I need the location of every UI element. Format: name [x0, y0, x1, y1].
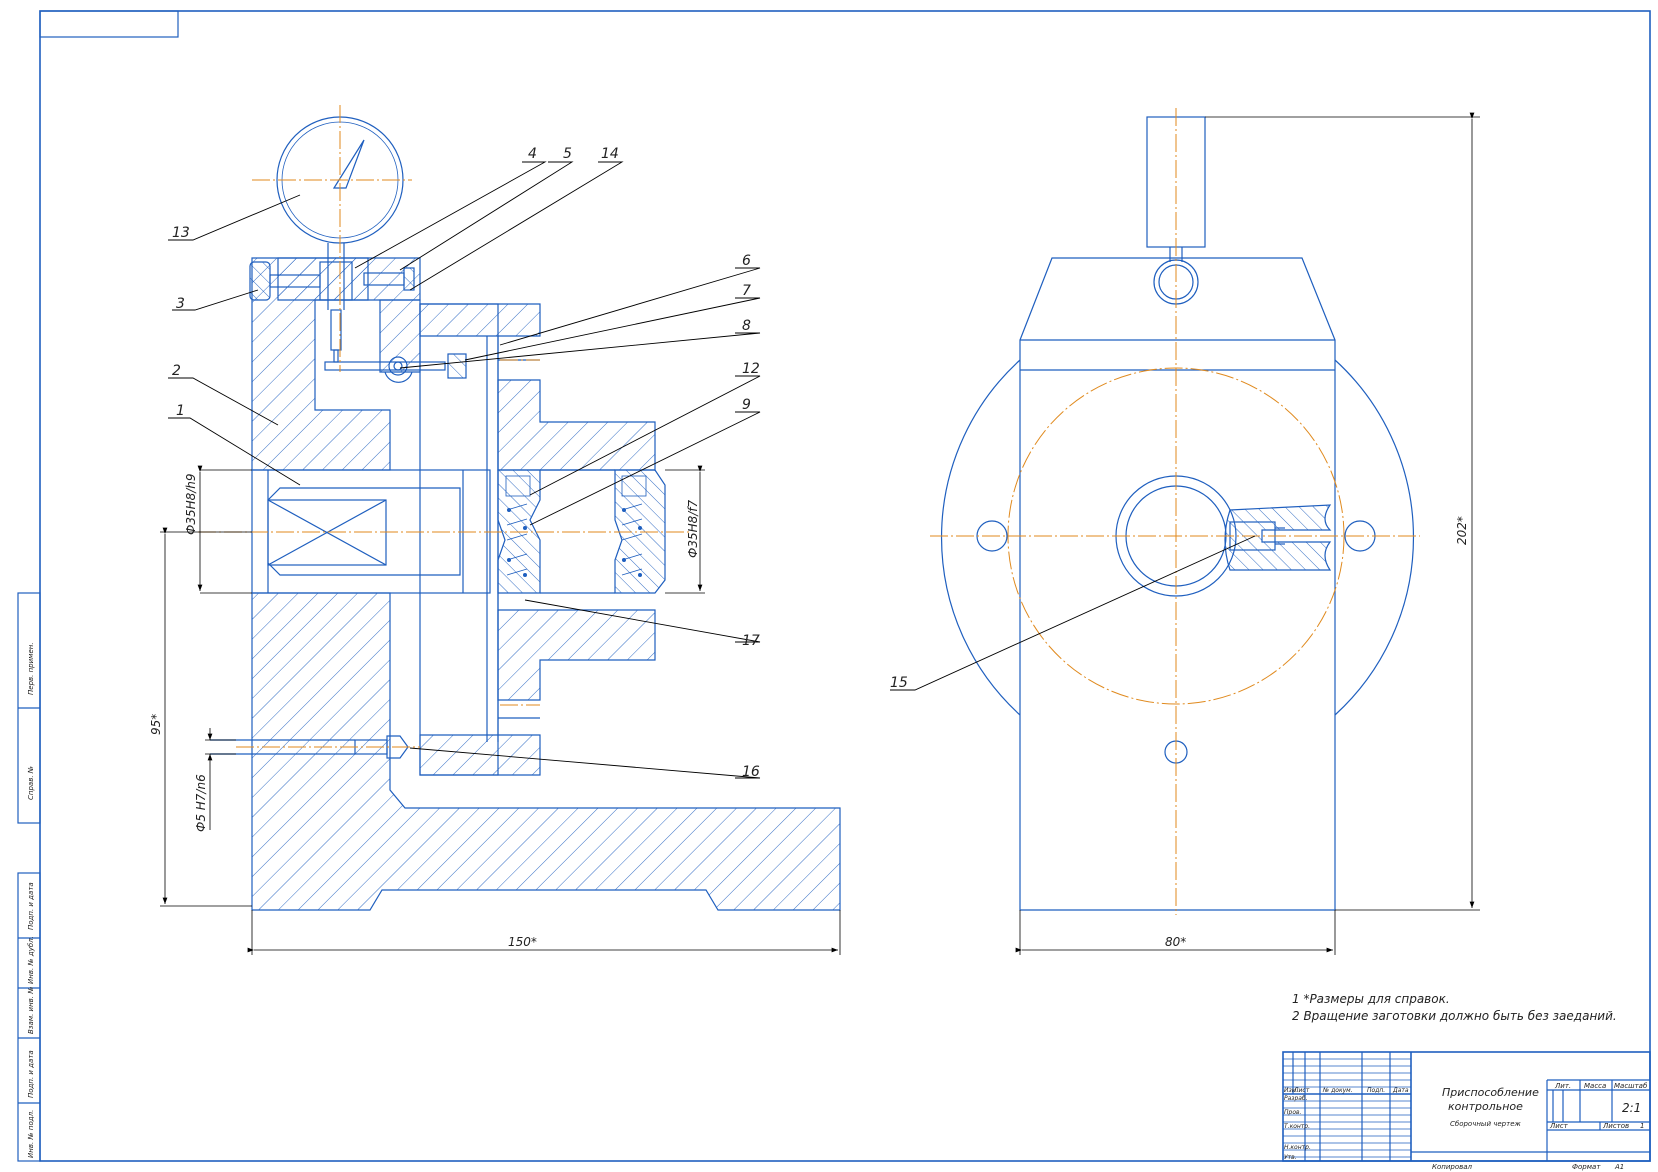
- callout-17: 17: [742, 633, 760, 649]
- svg-text:Инв. № дубл.: Инв. № дубл.: [27, 936, 35, 984]
- svg-text:Н.контр.: Н.контр.: [1284, 1144, 1311, 1151]
- svg-text:Справ. №: Справ. №: [27, 766, 35, 800]
- section-dimensions: [160, 465, 841, 955]
- callout-labels: 13 3 2 1 4 5 14 6 7 8 12 9 17 16 15: [172, 146, 908, 780]
- title-scale: 2:1: [1622, 1101, 1641, 1115]
- side-dimensions: [890, 112, 1480, 955]
- callout-16: 16: [742, 764, 760, 780]
- svg-text:Взам. инв. №: Взам. инв. №: [27, 986, 35, 1034]
- svg-text:Формат: Формат: [1572, 1163, 1601, 1171]
- note-2: 2 Вращение заготовки должно быть без зае…: [1292, 1009, 1617, 1023]
- callout-3: 3: [176, 296, 185, 312]
- svg-text:1: 1: [1640, 1122, 1644, 1130]
- title-doc-type: Сборочный чертеж: [1450, 1120, 1521, 1128]
- section-leaders: [168, 161, 761, 779]
- svg-text:Подп. и дата: Подп. и дата: [27, 1050, 35, 1098]
- dimension-labels: Ф35H8/h9 Ф35H8/f7 Ф5 H7/n6 95* 150* 80* …: [149, 473, 1469, 949]
- callout-13: 15: [890, 675, 908, 691]
- svg-text:№ докум.: № докум.: [1322, 1087, 1353, 1094]
- callout-4: 4: [528, 146, 537, 162]
- dim-width-150: 150*: [508, 935, 537, 949]
- sheet-frame: [17, 10, 1651, 1162]
- callout-8: 8: [742, 318, 751, 334]
- callout-5: 5: [563, 146, 572, 162]
- callout-7: 7: [742, 283, 751, 299]
- svg-text:Лит.: Лит.: [1554, 1082, 1571, 1090]
- dim-height-202: 202*: [1455, 516, 1469, 545]
- svg-text:Лист: Лист: [1293, 1087, 1310, 1094]
- callout-15: 13: [172, 225, 190, 241]
- svg-text:Лист: Лист: [1549, 1122, 1569, 1130]
- svg-text:Инв. № подл.: Инв. № подл.: [27, 1110, 35, 1158]
- callout-1: 1: [176, 403, 185, 419]
- svg-text:Изм.: Изм.: [1284, 1087, 1298, 1094]
- title-block: Изм. Лист № докум. Подп. Дата Разраб. Пр…: [1282, 1051, 1651, 1171]
- svg-text:Масса: Масса: [1584, 1082, 1606, 1090]
- svg-text:Масштаб: Масштаб: [1614, 1082, 1648, 1090]
- callout-9: 9: [742, 397, 751, 413]
- dim-width-80: 80*: [1165, 935, 1186, 949]
- svg-text:Дата: Дата: [1392, 1087, 1409, 1094]
- svg-text:Разраб.: Разраб.: [1284, 1095, 1308, 1102]
- dim-height-95: 95*: [149, 714, 163, 735]
- callout-2: 2: [172, 363, 181, 379]
- svg-text:Листов: Листов: [1602, 1122, 1629, 1130]
- note-1: 1 *Размеры для справок.: [1292, 992, 1450, 1006]
- section-centerlines: [198, 105, 690, 748]
- title-name-line2: контрольное: [1448, 1100, 1523, 1113]
- svg-text:Утв.: Утв.: [1284, 1154, 1297, 1161]
- svg-text:Подп.: Подп.: [1367, 1087, 1385, 1094]
- section-view: [210, 116, 841, 911]
- dim-pin-fit: Ф5 H7/n6: [194, 774, 208, 832]
- callout-6: 6: [742, 253, 751, 269]
- callout-12: 12: [742, 361, 760, 377]
- callout-14: 14: [601, 146, 619, 162]
- side-centerlines: [930, 108, 1420, 915]
- svg-text:Копировал: Копировал: [1432, 1163, 1473, 1171]
- technical-notes: 1 *Размеры для справок. 2 Вращение загот…: [1292, 992, 1617, 1023]
- dim-shaft-fit: Ф35H8/h9: [184, 473, 198, 535]
- svg-text:А1: А1: [1614, 1163, 1624, 1171]
- svg-text:Подп. и дата: Подп. и дата: [27, 882, 35, 930]
- side-strip-labels: Перв. примен. Справ. № Подп. и дата Инв.…: [27, 642, 35, 1158]
- side-view: [941, 116, 1414, 911]
- title-name-line1: Приспособление: [1442, 1086, 1539, 1099]
- dim-bushing-fit: Ф35H8/f7: [686, 499, 700, 558]
- svg-text:Перв. примен.: Перв. примен.: [27, 642, 35, 695]
- svg-text:Т.контр.: Т.контр.: [1284, 1123, 1310, 1130]
- svg-text:Пров.: Пров.: [1284, 1109, 1302, 1116]
